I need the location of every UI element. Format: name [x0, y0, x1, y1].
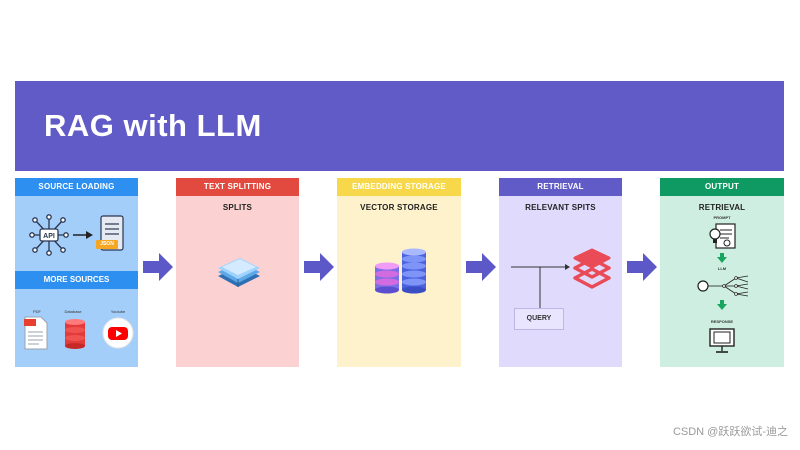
json-tag: JSON [100, 241, 114, 247]
watermark: CSDN @跃跃欲试-迪之 [672, 426, 788, 438]
flow-arrow-3-icon [466, 253, 496, 281]
page-title: RAG with LLM [44, 108, 262, 143]
down-arrow-1-icon [717, 253, 727, 263]
pdf-file-icon [24, 316, 48, 350]
stacked-sheets-icon [218, 258, 260, 287]
query-box: QUERY [514, 308, 564, 330]
json-document-icon [96, 215, 124, 251]
flow-arrow-1-icon [143, 253, 173, 281]
api-network-icon: API [29, 214, 69, 256]
layers-icon [573, 248, 611, 289]
title-banner: RAG with LLM [15, 81, 784, 171]
source-label-database: Database [64, 309, 82, 314]
coin-stack-icon [375, 248, 426, 294]
source-loading-header: SOURCE LOADING [15, 178, 138, 196]
vector-storage-label: VECTOR STORAGE [360, 203, 438, 212]
retrieval-header: RETRIEVAL [499, 178, 622, 196]
text-splitting-column: TEXT SPLITTING SPLITS [176, 178, 299, 367]
retrieval-column: RETRIEVAL RELEVANT SPITS QUERY [499, 178, 622, 367]
more-sources-header: MORE SOURCES [15, 271, 138, 289]
source-label-pdf: PDF [33, 309, 41, 314]
step-label-response: RESPONSE [710, 319, 734, 324]
query-connector-lines [511, 264, 570, 309]
llm-network-icon [697, 275, 749, 297]
embedding-storage-column: EMBEDDING STORAGE VECTOR STORAGE [337, 178, 461, 367]
step-label-llm: LLM [717, 266, 727, 271]
svg-text:API: API [43, 233, 55, 240]
arrow-right-icon [73, 231, 93, 239]
embedding-storage-header: EMBEDDING STORAGE [337, 178, 461, 196]
output-column: OUTPUT RETRIEVAL PROMPT LLM R [660, 178, 784, 367]
relevant-splits-label: RELEVANT SPITS [525, 203, 596, 212]
output-header: OUTPUT [660, 178, 784, 196]
flow-arrow-2-icon [304, 253, 334, 281]
monitor-icon [709, 328, 735, 353]
down-arrow-2-icon [717, 300, 727, 310]
youtube-icon [102, 317, 134, 349]
splits-label: SPLITS [222, 203, 253, 212]
source-loading-column: SOURCE LOADING API JSON MORE SOURCES PDF… [15, 178, 138, 367]
text-splitting-header: TEXT SPLITTING [176, 178, 299, 196]
prompt-icon [709, 223, 736, 249]
flow-arrow-4-icon [627, 253, 657, 281]
database-icon [65, 319, 85, 349]
retrieval-sub-label: RETRIEVAL [698, 203, 746, 212]
source-label-youtube: Youtube [110, 309, 126, 314]
step-label-prompt: PROMPT [713, 215, 731, 220]
